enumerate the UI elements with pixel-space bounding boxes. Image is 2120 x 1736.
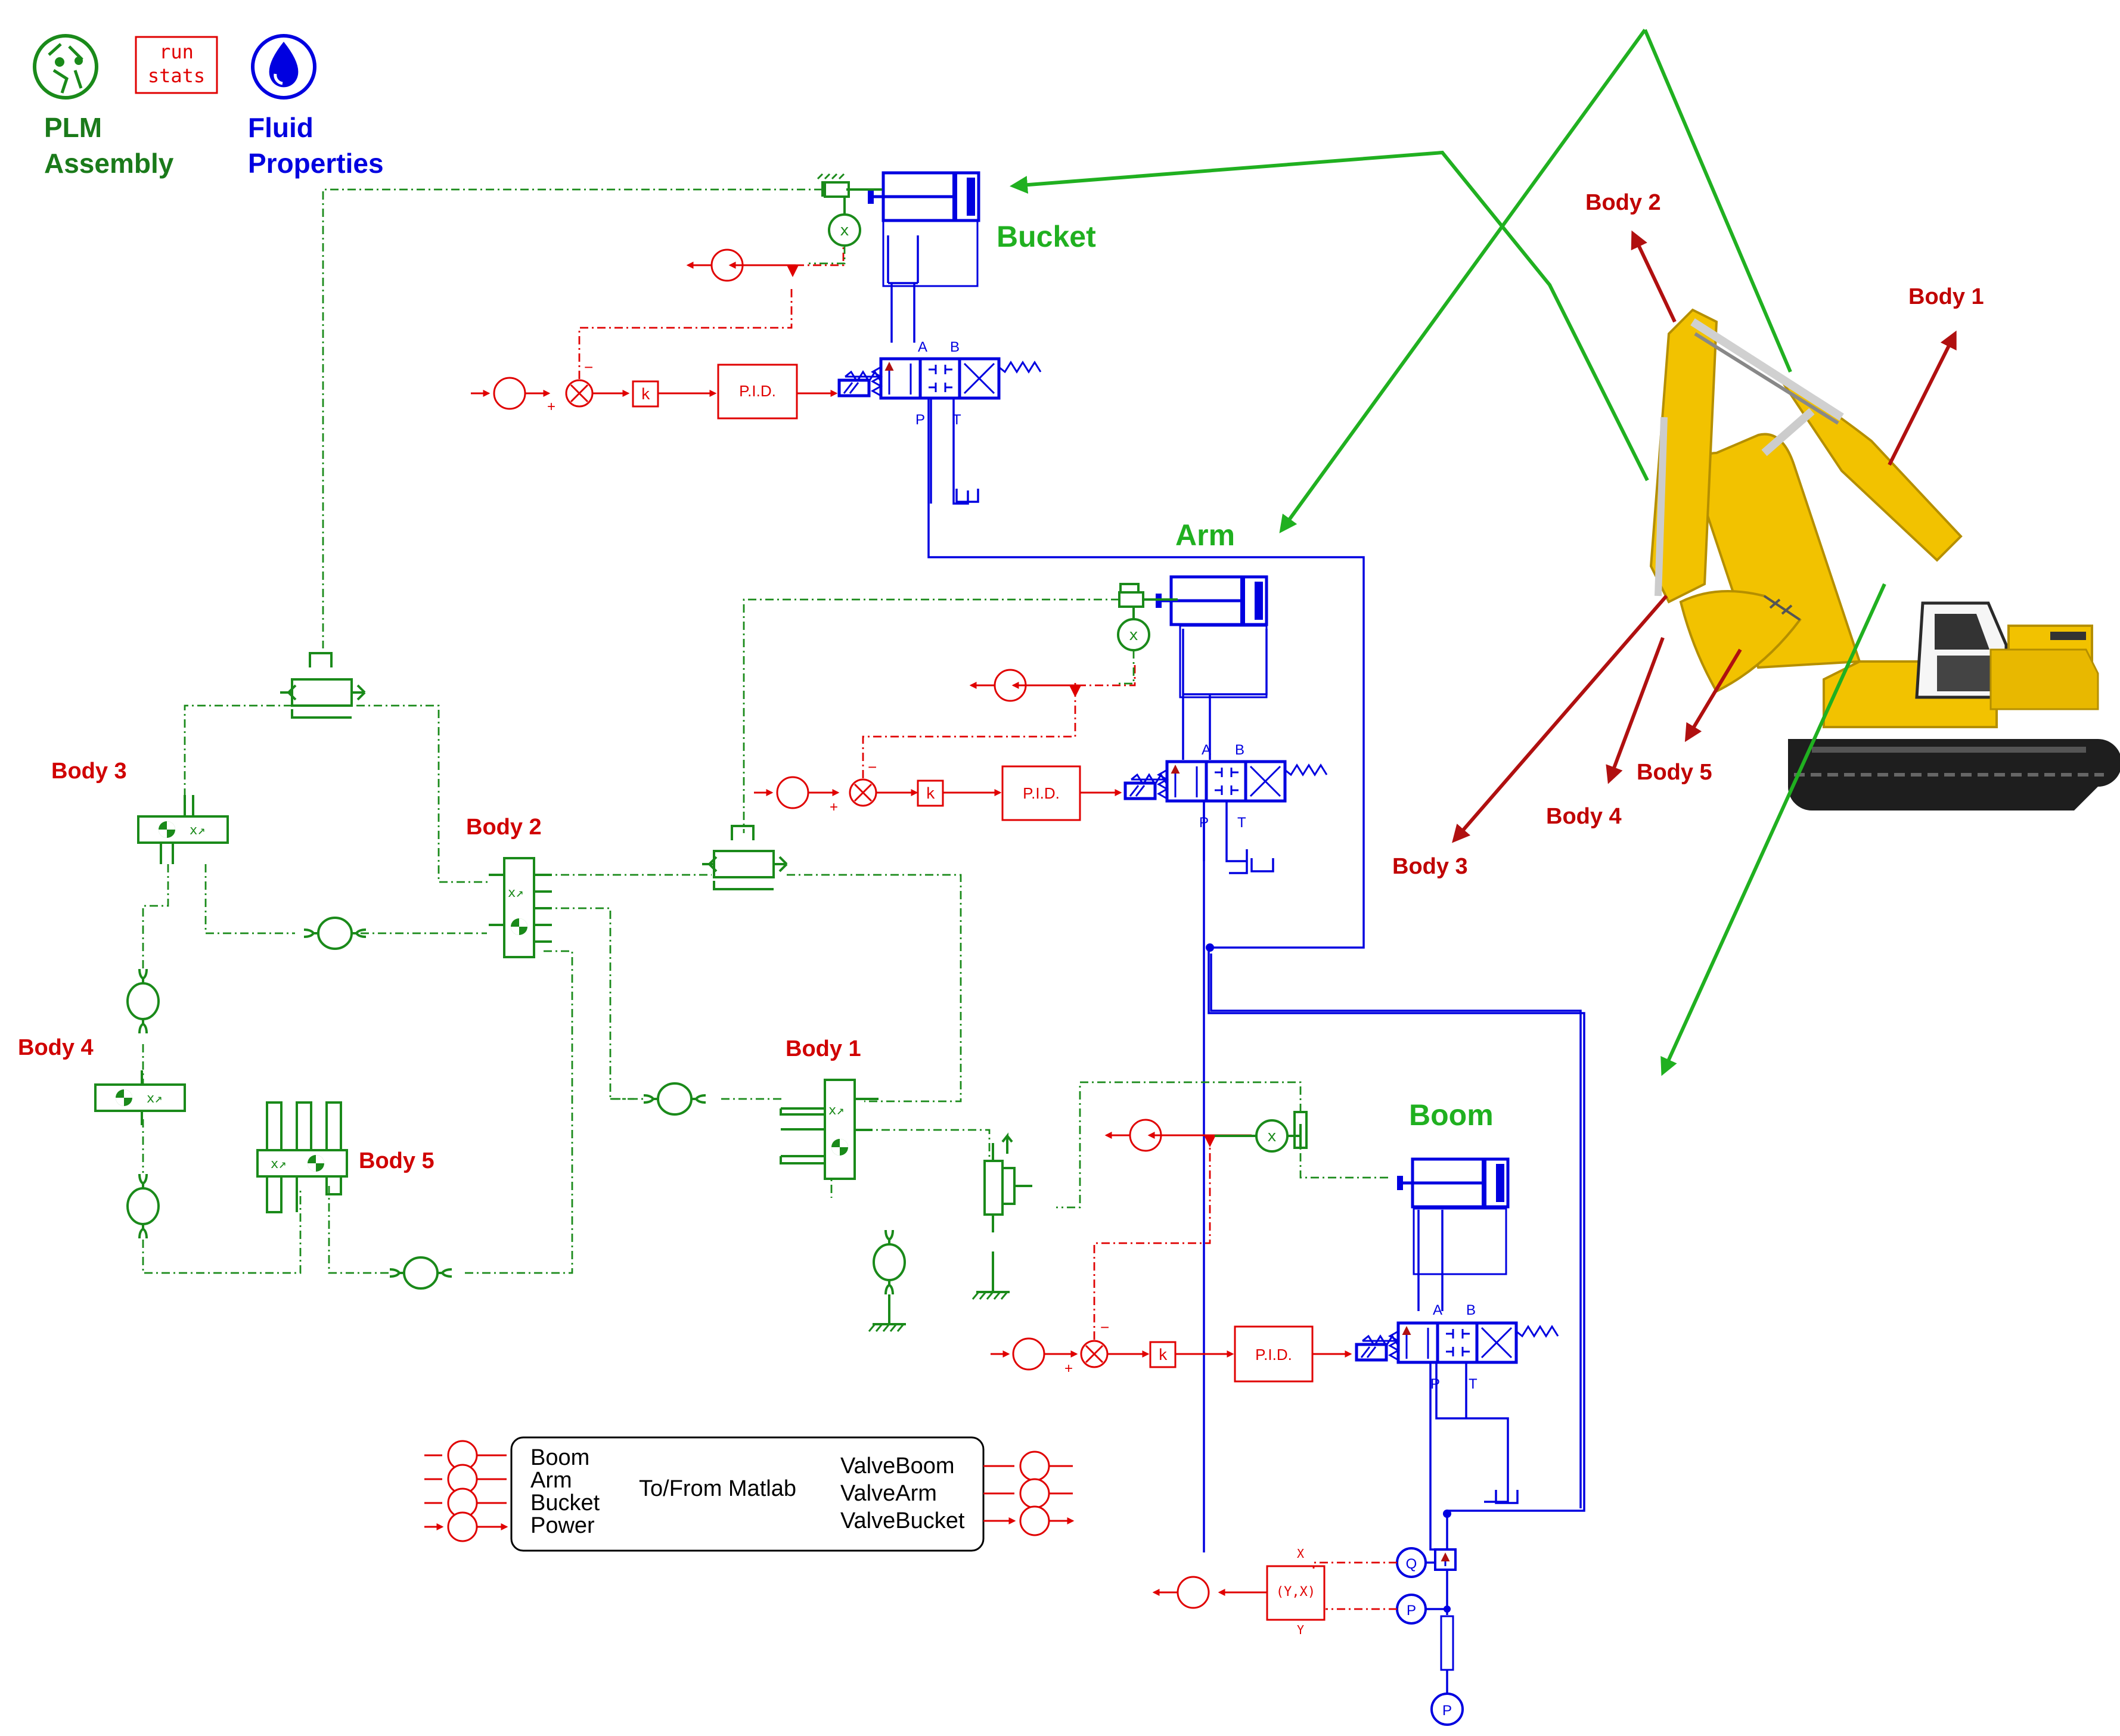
bucket-port-b: B	[950, 339, 960, 355]
arm-port-a: A	[1202, 742, 1211, 758]
svg-text:x↗: x↗	[508, 886, 524, 900]
boom-valve[interactable]: A B P T	[1357, 1302, 1558, 1392]
arm-plus: +	[830, 799, 838, 815]
product-x-port: X	[1297, 1546, 1304, 1561]
arm-port-t: T	[1237, 815, 1246, 831]
boom-pid-label: P.I.D.	[1255, 1346, 1292, 1364]
run-stats-line2: stats	[148, 64, 205, 87]
bucket-label: Bucket	[997, 220, 1096, 253]
body3-label: Body 3	[51, 759, 127, 784]
svg-text:x↗: x↗	[828, 1103, 845, 1118]
svg-text:x↗: x↗	[271, 1157, 287, 1172]
matlab-input-power: Power	[530, 1513, 595, 1538]
body-pointer-arrows	[1452, 230, 1957, 843]
arm-port-p: P	[1199, 815, 1209, 831]
boom-port-b: B	[1466, 1302, 1476, 1318]
body1-label: Body 1	[786, 1036, 861, 1061]
body2-label: Body 2	[466, 815, 542, 840]
boom-gain-label: k	[1158, 1346, 1168, 1364]
excavator-body4-label: Body 4	[1546, 804, 1622, 829]
boom-label: Boom	[1409, 1098, 1494, 1132]
flow-sensor-label: Q	[1406, 1556, 1417, 1572]
boom-minus: −	[1100, 1318, 1109, 1336]
body4-label: Body 4	[18, 1035, 94, 1060]
body1-block[interactable]: x↗	[780, 1079, 879, 1180]
body3-block[interactable]	[137, 795, 229, 864]
mechanical-network	[126, 173, 1390, 1333]
pressure-sensor-label: P	[1407, 1603, 1416, 1619]
arm-valve[interactable]: A B P T	[1125, 742, 1327, 831]
product-y-port: Y	[1297, 1623, 1304, 1637]
fluid-properties-block[interactable]: Fluid Properties	[248, 34, 384, 179]
arm-pid-label: P.I.D.	[1023, 784, 1060, 802]
matlab-input-bucket: Bucket	[530, 1490, 600, 1515]
bucket-valve[interactable]: A B P T	[839, 339, 1041, 428]
plm-assembly-icon	[33, 34, 98, 100]
bucket-port-a: A	[918, 339, 927, 355]
bucket-prismatic-joint[interactable]	[280, 652, 366, 719]
bucket-cylinder[interactable]	[868, 173, 979, 287]
bucket-port-t: T	[952, 412, 961, 428]
bucket-gain-label: k	[641, 386, 650, 403]
boom-port-t: T	[1469, 1376, 1478, 1392]
pressure-source-label: P	[1442, 1703, 1452, 1719]
fluid-label-line1: Fluid	[248, 112, 314, 143]
hydraulic-lines	[887, 235, 1585, 1671]
pump-sensor-group[interactable]: Q P P (Y,X) X Y	[1152, 1546, 1464, 1726]
boom-port-a: A	[1433, 1302, 1442, 1318]
plm-label-line1: PLM	[44, 112, 102, 143]
matlab-input-boom: Boom	[530, 1445, 589, 1470]
matlab-output-valveboom: ValveBoom	[840, 1454, 955, 1479]
matlab-output-valvebucket: ValveBucket	[840, 1508, 965, 1533]
excavator-body5-label: Body 5	[1637, 760, 1712, 785]
arm-control-loop[interactable]: − + k P.I.D.	[754, 662, 1136, 821]
excavator-illustration	[1649, 308, 2120, 810]
plm-assembly-block[interactable]: PLM Assembly	[33, 34, 174, 179]
body5-label: Body 5	[359, 1148, 434, 1173]
boom-prismatic-joint[interactable]	[971, 1132, 1032, 1300]
excavator-body3-label: Body 3	[1392, 854, 1468, 879]
bucket-control-loop[interactable]: − + k P.I.D.	[471, 241, 845, 420]
body5-block[interactable]: x↗	[256, 1101, 348, 1213]
boom-control-loop[interactable]: − + k P.I.D.	[991, 1119, 1352, 1383]
arm-minus: −	[868, 758, 877, 776]
matlab-output-valvearm: ValveArm	[840, 1481, 937, 1506]
matlab-interface-block[interactable]: Boom Arm Bucket Power To/From Matlab Val…	[424, 1436, 1073, 1552]
arm-label: Arm	[1175, 518, 1235, 552]
excavator-body1-label: Body 1	[1908, 284, 1984, 309]
arm-gain-label: k	[926, 785, 935, 803]
matlab-input-arm: Arm	[530, 1468, 572, 1493]
bucket-plus: +	[547, 399, 555, 415]
plm-label-line2: Assembly	[44, 148, 174, 179]
excavator-body2-label: Body 2	[1585, 190, 1661, 215]
arm-prismatic-joint[interactable]	[702, 825, 788, 890]
bucket-port-p: P	[915, 412, 925, 428]
actuator-pointer-arrows	[1010, 29, 1886, 1076]
bucket-minus: −	[584, 358, 593, 376]
run-stats-line1: run	[159, 41, 194, 63]
boom-cylinder[interactable]	[1397, 1159, 1508, 1275]
arm-cylinder[interactable]	[1156, 577, 1267, 698]
body2-block[interactable]: x↗	[489, 857, 552, 958]
arm-port-b: B	[1235, 742, 1244, 758]
body4-block[interactable]	[94, 1070, 186, 1125]
run-stats-block[interactable]: run stats	[135, 36, 218, 94]
matlab-block-title: To/From Matlab	[639, 1476, 796, 1501]
fluid-label-line2: Properties	[248, 148, 384, 179]
boom-port-p: P	[1430, 1376, 1440, 1392]
boom-plus: +	[1064, 1361, 1073, 1377]
bucket-pid-label: P.I.D.	[739, 382, 776, 400]
power-product-label: (Y,X)	[1276, 1585, 1315, 1600]
